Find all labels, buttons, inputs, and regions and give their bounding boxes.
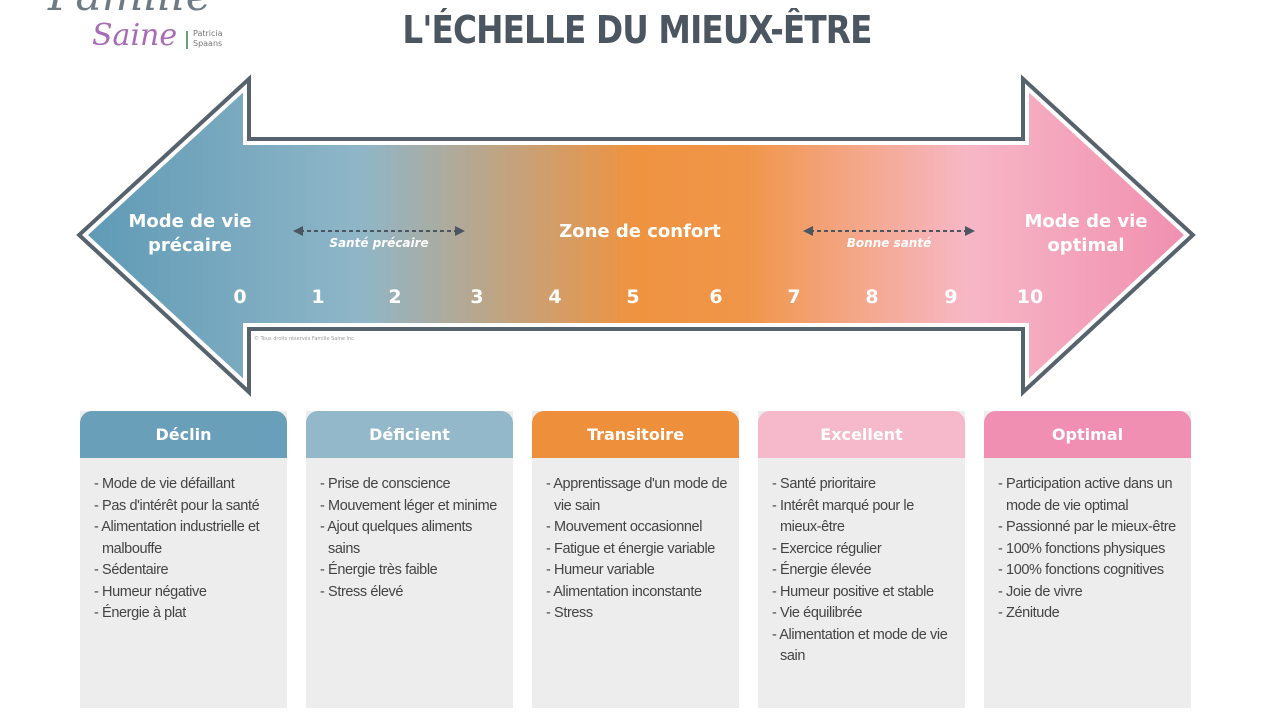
stage-card-title: Déclin	[80, 411, 287, 458]
list-item: - 100% fonctions physiques	[998, 540, 1165, 557]
list-item: - Mouvement léger et minime	[320, 497, 497, 514]
scale-number: 7	[787, 286, 801, 308]
stage-card-list: - Participation active dans un mode de v…	[984, 458, 1191, 625]
list-item: - Humeur négative	[94, 583, 207, 600]
scale-number: 1	[311, 286, 325, 308]
arrow-fill	[82, 83, 1190, 388]
stage-card-2: Transitoire- Apprentissage d'un mode de …	[532, 411, 739, 708]
list-item: - Prise de conscience	[320, 476, 451, 492]
list-item: - Apprentissage d'un mode de vie sain	[546, 476, 728, 514]
stage-card-title: Déficient	[306, 411, 513, 458]
list-item: - Énergie très faible	[320, 562, 438, 578]
right-end-label: Mode de vie optimal	[1006, 210, 1166, 258]
scale-number: 9	[944, 286, 958, 308]
stage-card-4: Optimal - Participation active dans un mo…	[984, 411, 1191, 708]
stage-card-title: Optimal	[984, 411, 1191, 458]
scale-number: 0	[233, 286, 247, 308]
stage-card-3: Excellent - Santé prioritaire - Intérêt ma…	[758, 411, 965, 708]
stage-card-title: Excellent	[758, 411, 965, 458]
list-item: - Mouvement occasionnel	[546, 519, 703, 535]
list-item: - Participation active dans un mode de v…	[998, 476, 1173, 514]
poor-health-label: Santé précaire	[329, 236, 429, 250]
logo-author: Patricia Spaans	[193, 29, 223, 48]
stage-card-list: - Apprentissage d'un mode de vie sain - M…	[532, 458, 739, 625]
left-end-label: Mode de vie précaire	[110, 210, 270, 258]
list-item: - Pas d'intérêt pour la santé	[94, 497, 260, 514]
list-item: - Alimentation et mode de vie sain	[772, 626, 948, 665]
stage-card-title: Transitoire	[532, 411, 739, 458]
list-item: - Énergie élevée	[772, 562, 872, 578]
list-item: - Mode de vie défaillant	[94, 476, 235, 492]
page-title: L'ÉCHELLE DU MIEUX-ÊTRE	[402, 8, 872, 52]
list-item: - Vie équilibrée	[772, 605, 863, 621]
copyright: © Tous droits réservés Famille Saine inc…	[254, 336, 356, 342]
good-health-label: Bonne santé	[846, 236, 932, 250]
list-item: - Alimentation industrielle et malbouffe	[94, 519, 260, 557]
list-item: - Sédentaire	[94, 562, 169, 578]
list-item: - Humeur variable	[546, 562, 655, 578]
double-arrow	[76, 74, 1196, 397]
list-item: - Intérêt marqué pour le mieux-être	[772, 497, 914, 536]
left-end-line1: Mode de vie	[128, 211, 252, 232]
list-item: - Exercice régulier	[772, 540, 882, 557]
stage-card-list: - Mode de vie défaillant - Pas d'intérêt …	[80, 458, 287, 625]
left-end-line2: précaire	[147, 235, 233, 256]
list-item: - Humeur positive et stable	[772, 583, 934, 600]
logo-divider	[186, 31, 188, 49]
right-end-line1: Mode de vie	[1024, 211, 1148, 232]
list-item: - Joie de vivre	[998, 583, 1083, 600]
list-item: - Ajout quelques aliments sains	[320, 519, 473, 557]
scale-number: 6	[709, 286, 723, 308]
list-item: - Santé prioritaire	[772, 476, 876, 492]
list-item: - Énergie à plat	[94, 605, 186, 621]
logo-famille: Famille	[48, 0, 212, 21]
comfort-zone-label: Zone de confort	[559, 221, 721, 242]
logo-saine: Saine	[92, 18, 178, 53]
list-item: - Alimentation inconstante	[546, 583, 702, 600]
scale-number: 10	[1016, 286, 1044, 308]
list-item: - Zénitude	[998, 605, 1060, 621]
scale-number: 8	[865, 286, 879, 308]
list-item: - Fatigue et énergie variable	[546, 540, 715, 557]
scale-number: 5	[626, 286, 640, 308]
stage-card-1: Déficient - Prise de conscience - Mouvemen…	[306, 411, 513, 708]
list-item: - Passionné par le mieux-être	[998, 519, 1176, 535]
stage-card-0: Déclin - Mode de vie défaillant - Pas d'in…	[80, 411, 287, 708]
stage-card-list: - Prise de conscience - Mouvement léger e…	[306, 458, 513, 603]
right-end-line2: optimal	[1047, 235, 1125, 256]
list-item: - 100% fonctions cognitives	[998, 562, 1164, 578]
stage-card-list: - Santé prioritaire - Intérêt marqué pour…	[758, 458, 965, 668]
list-item: - Stress élevé	[320, 583, 404, 600]
scale-number: 3	[470, 286, 484, 308]
scale-number: 4	[548, 286, 562, 308]
list-item: - Stress	[546, 605, 593, 621]
scale-number: 2	[388, 286, 402, 308]
